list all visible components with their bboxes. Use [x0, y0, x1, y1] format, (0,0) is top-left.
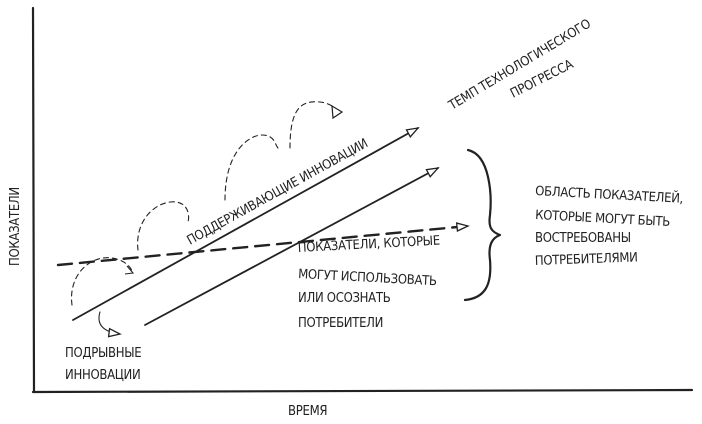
customer-usable-line1: ПОКАЗАТЕЛИ, КОТОРЫЕ	[297, 234, 440, 256]
demand-area-line4: ПОТРЕБИТЕЛЯМИ	[535, 250, 638, 269]
disruptive-label-line2: ИННОВАЦИИ	[65, 368, 140, 383]
sustaining-jumps-arcs	[71, 101, 341, 306]
arc-arrow-head-small	[124, 265, 135, 275]
y-axis-label: ПОКАЗАТЕЛИ	[8, 187, 23, 266]
demand-area-line3: ВОСТРЕБОВАНЫ	[535, 231, 631, 246]
sustaining-innovation-line	[72, 127, 420, 321]
customer-demand-line	[56, 222, 470, 267]
disruptive-label-line1: ПОДРЫВНЫЕ	[65, 346, 141, 361]
demand-range-brace	[463, 148, 502, 302]
y-axis	[31, 6, 36, 394]
demand-area-line1: ОБЛАСТЬ ПОКАЗАТЕЛЕЙ,	[535, 183, 684, 207]
x-axis-label: ВРЕМЯ	[288, 404, 327, 419]
disruptive-innovation-line	[144, 167, 440, 326]
customer-usable-line3: ИЛИ ОСОЗНАТЬ	[298, 291, 391, 306]
sustaining-innovation-label: ПОДДЕРЖИВАЮЩИЕ ИННОВАЦИИ	[185, 136, 371, 248]
demand-area-line2: КОТОРЫЕ МОГУТ БЫТЬ	[535, 208, 671, 230]
x-axis	[31, 388, 694, 394]
disruptive-pointer-arrow	[98, 311, 122, 338]
customer-usable-line2: МОГУТ ИСПОЛЬЗОВАТЬ	[298, 267, 438, 289]
customer-usable-line4: ПОТРЕБИТЕЛИ	[298, 316, 383, 331]
arc-arrow-head	[331, 104, 344, 120]
